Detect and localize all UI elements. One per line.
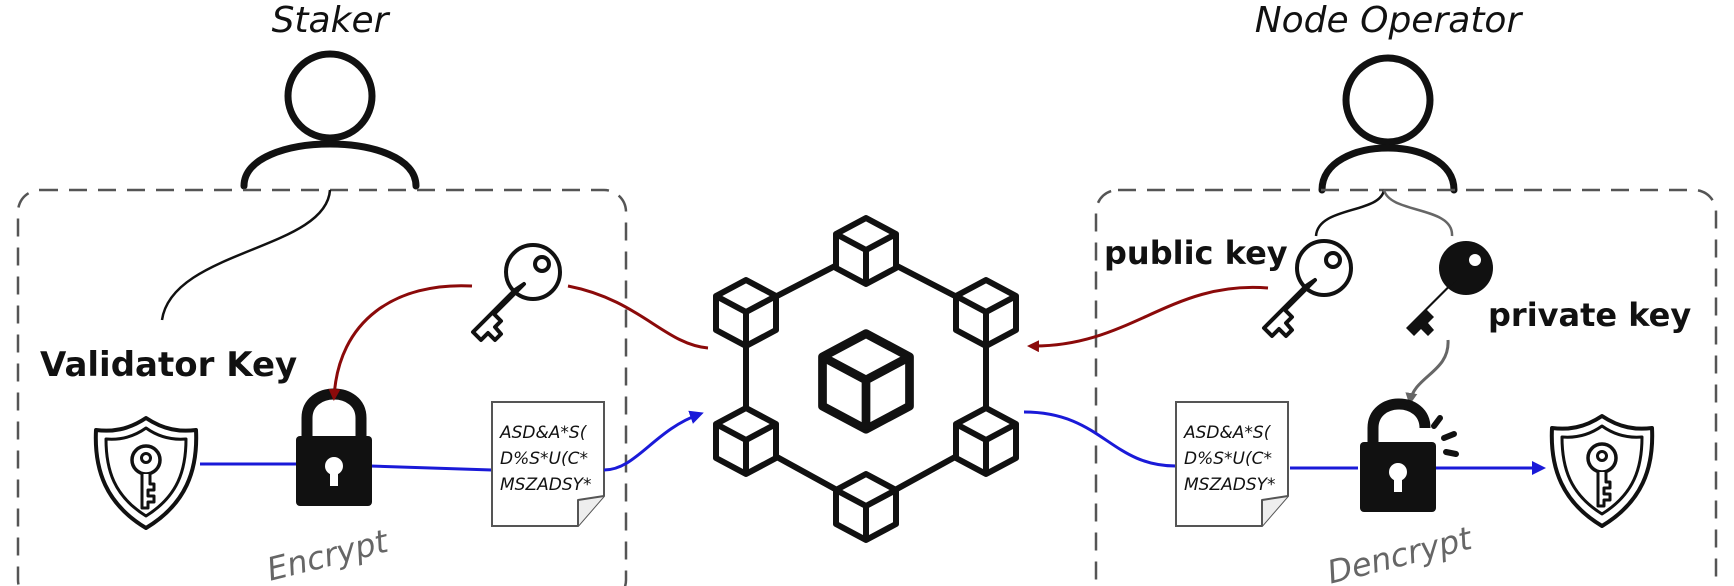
node-operator-box [1094, 188, 1718, 586]
ciphertext-left-line-3: MSZADSY* [500, 475, 592, 495]
blockchain-network-icon [716, 218, 1016, 540]
validator-key-label: Validator Key [40, 345, 297, 385]
staker-box [16, 188, 628, 586]
node-operator-user-icon [1318, 54, 1458, 194]
private-key-to-unlock-arrow [1405, 339, 1450, 405]
staker-user-icon [240, 50, 420, 190]
private-key-label: private key [1488, 296, 1691, 334]
public-key-copy-icon [471, 243, 562, 342]
document-to-network-arrow [603, 410, 704, 472]
private-key-icon [1406, 241, 1493, 336]
encrypted-document-right: ASD&A*S( D%S*U(C* MSZADSY* [1175, 401, 1289, 527]
network-to-document-line [1023, 410, 1177, 468]
lock-icon [296, 388, 372, 506]
ciphertext-left-line-1: ASD&A*S( [499, 423, 588, 443]
encrypt-label: Encrypt [263, 522, 393, 586]
unlock-icon [1360, 398, 1459, 512]
ciphertext-right-line-1: ASD&A*S( [1183, 423, 1272, 443]
ciphertext-left-line-2: D%S*U(C* [500, 449, 588, 469]
node-operator-to-public-key-line [1314, 189, 1386, 237]
public-key-to-lock-arrow [328, 284, 473, 401]
network-to-public-key-line [567, 284, 709, 350]
node-operator-to-private-key-line [1382, 189, 1454, 237]
decrypt-label: Dencrypt [1323, 519, 1476, 586]
node-operator-title: Node Operator [1255, 0, 1524, 41]
validator-key-shield-icon [93, 416, 199, 530]
public-key-to-network-arrow [1027, 285, 1269, 353]
public-key-label: public key [1104, 234, 1288, 272]
lock-to-document-line [369, 464, 493, 472]
staker-to-validator-key-line [160, 189, 332, 321]
ciphertext-right-line-3: MSZADSY* [1184, 475, 1276, 495]
encrypted-document-left: ASD&A*S( D%S*U(C* MSZADSY* [491, 401, 605, 527]
ciphertext-right-line-2: D%S*U(C* [1184, 449, 1272, 469]
decrypted-validator-key-shield-icon [1549, 414, 1655, 528]
staker-title: Staker [272, 0, 391, 41]
